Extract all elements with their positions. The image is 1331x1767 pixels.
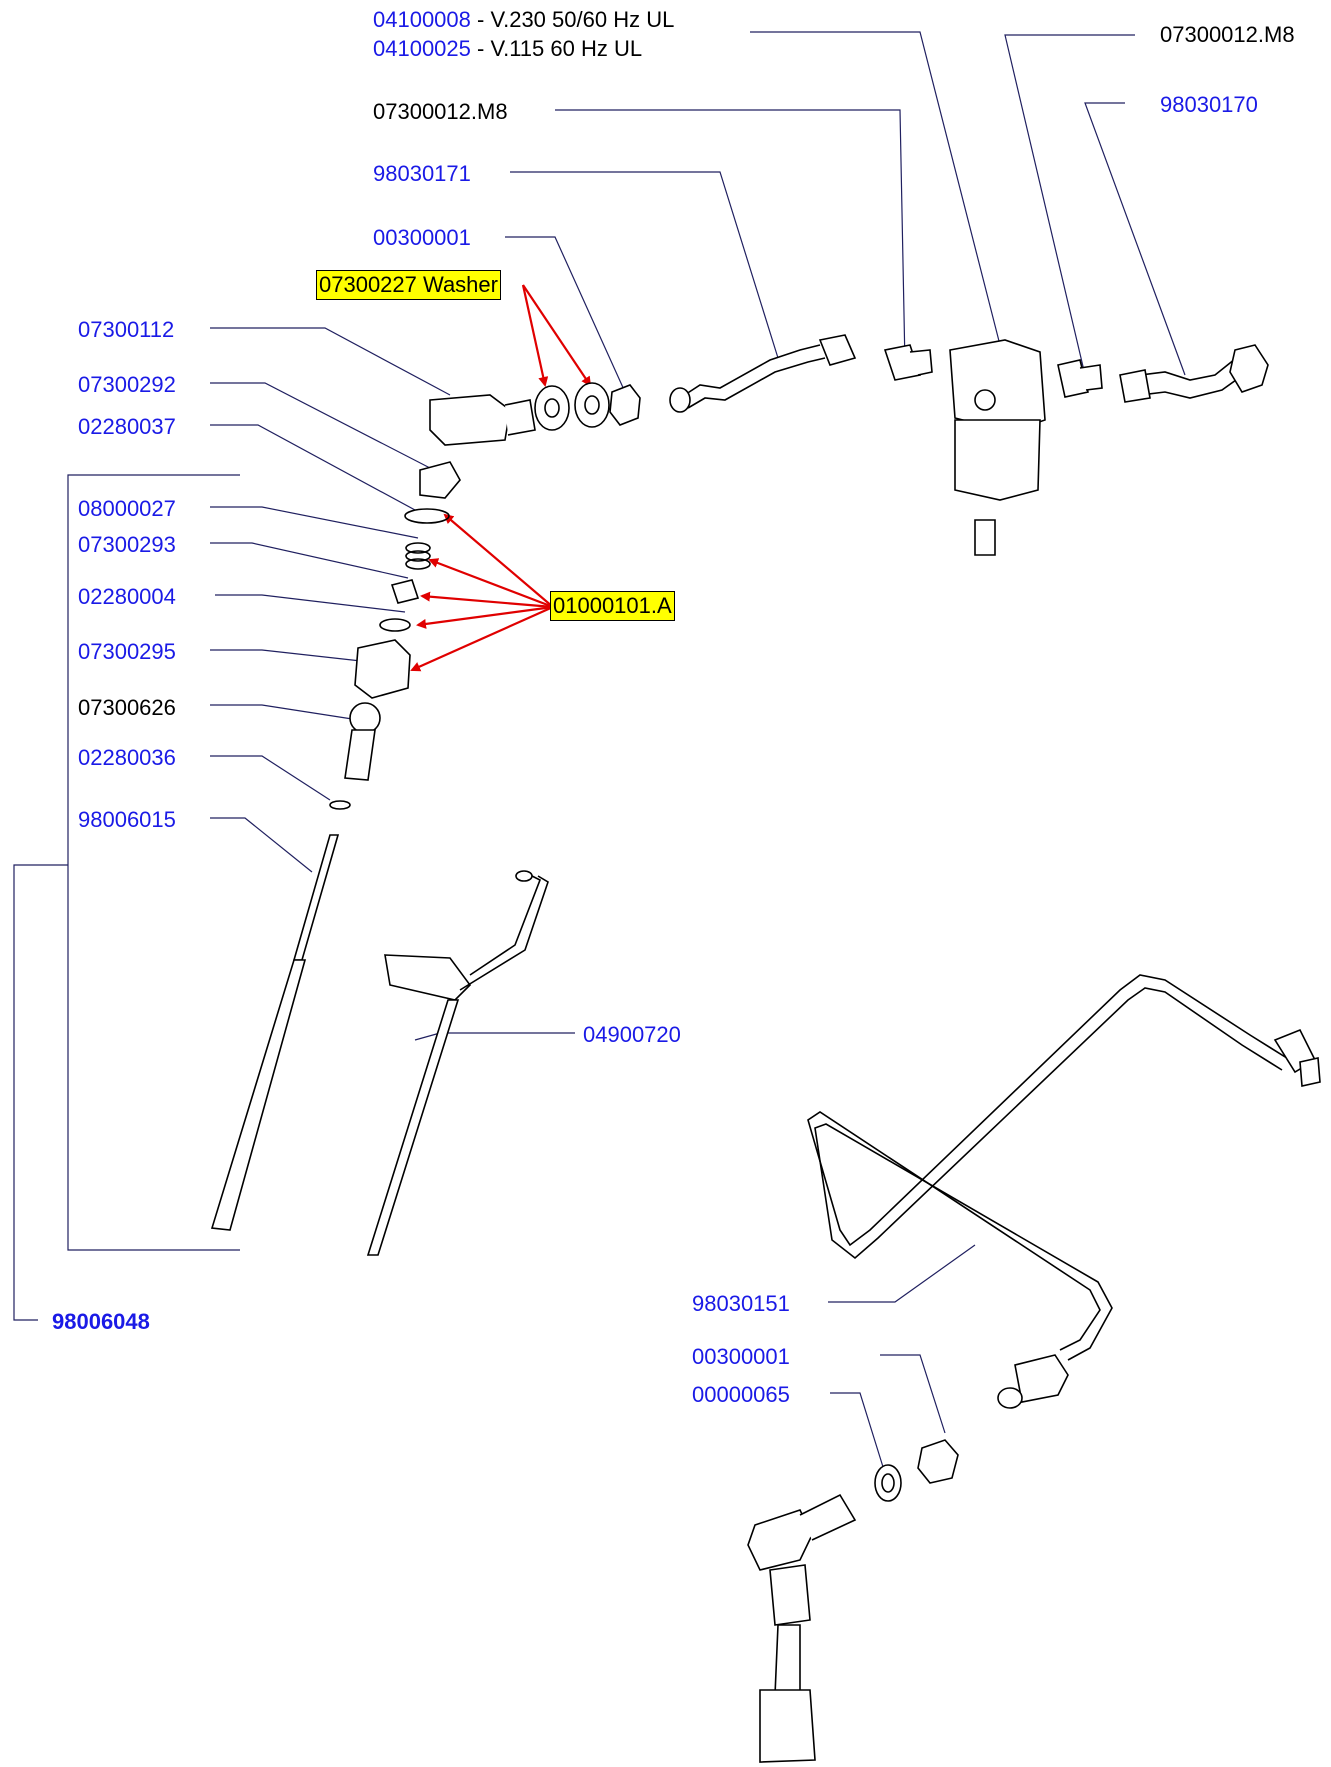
part-link-07300292[interactable]: 07300292: [78, 372, 176, 397]
part-number-link[interactable]: 04100008: [373, 7, 471, 32]
part-link-98006015[interactable]: 98006015: [78, 807, 176, 832]
part-description: - V.230 50/60 Hz UL: [470, 7, 675, 32]
part-description: - V.115 60 Hz UL: [470, 36, 643, 61]
highlight-01000101A[interactable]: 01000101.A: [550, 591, 675, 621]
part-link-00300001-bottom[interactable]: 00300001: [692, 1344, 790, 1369]
part-link-00300001-top[interactable]: 00300001: [373, 225, 471, 250]
part-label-07300012-top: 07300012.M8: [1160, 22, 1295, 47]
part-link-02280004[interactable]: 02280004: [78, 584, 176, 609]
part-link-02280036[interactable]: 02280036: [78, 745, 176, 770]
part-label-07300626: 07300626: [78, 695, 176, 720]
part-link-98030170[interactable]: 98030170: [1160, 92, 1258, 117]
parts: [210, 334, 1321, 1763]
highlight-07300227-washer[interactable]: 07300227 Washer: [316, 270, 501, 300]
part-link-98030151[interactable]: 98030151: [692, 1291, 790, 1316]
part-label-07300012-mid: 07300012.M8: [373, 99, 508, 124]
part-link-04900720[interactable]: 04900720: [583, 1022, 681, 1047]
part-link-07300295[interactable]: 07300295: [78, 639, 176, 664]
part-label-04100025: 04100025 - V.115 60 Hz UL: [373, 37, 642, 61]
part-link-08000027[interactable]: 08000027: [78, 496, 176, 521]
part-label-04100008: 04100008 - V.230 50/60 Hz UL: [373, 8, 674, 32]
part-link-07300293[interactable]: 07300293: [78, 532, 176, 557]
part-link-98006048[interactable]: 98006048: [52, 1309, 150, 1334]
part-link-98030171[interactable]: 98030171: [373, 161, 471, 186]
part-number-link[interactable]: 04100025: [373, 36, 471, 61]
part-link-02280037[interactable]: 02280037: [78, 414, 176, 439]
part-link-07300112[interactable]: 07300112: [78, 317, 175, 342]
part-link-00000065[interactable]: 00000065: [692, 1382, 790, 1407]
callout-arrows: [410, 284, 592, 672]
leader-lines: [13, 31, 1186, 1484]
